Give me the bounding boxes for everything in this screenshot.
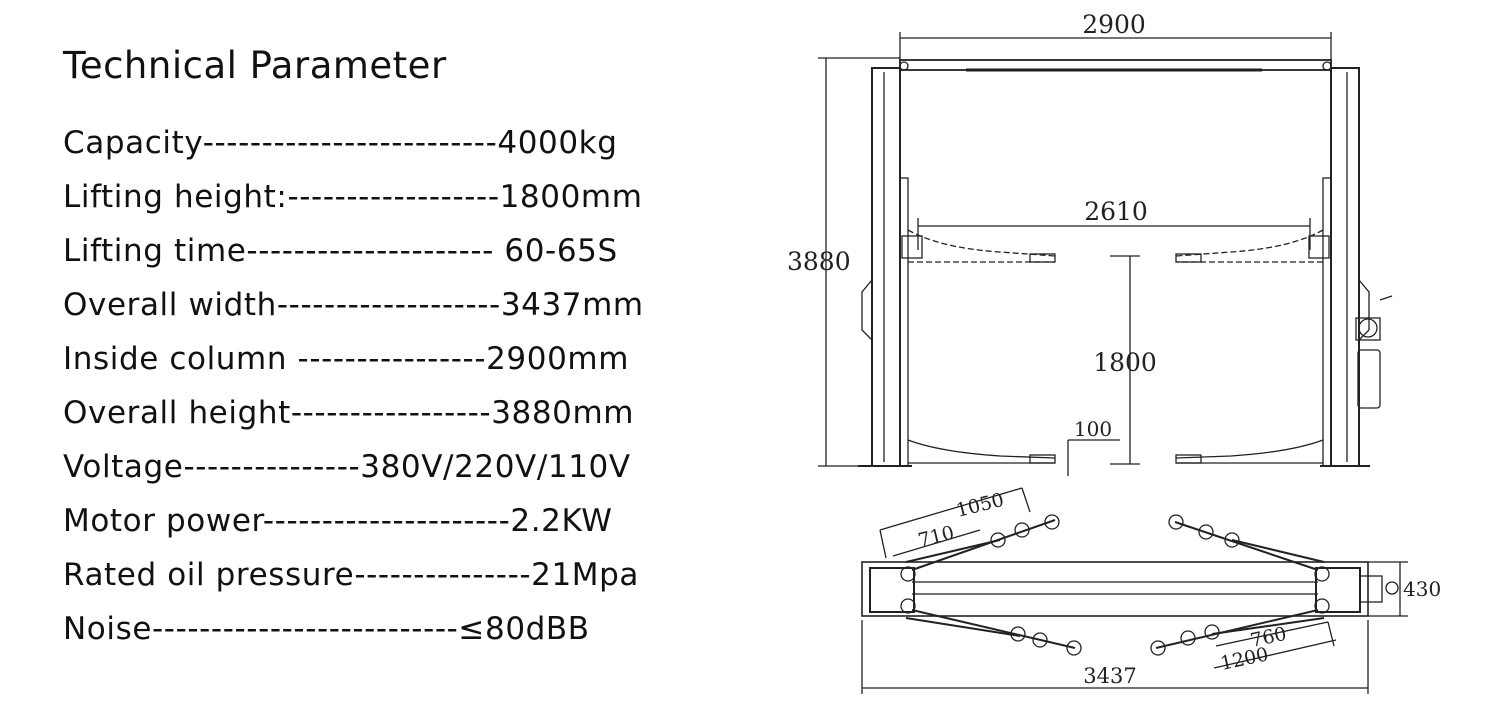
dim-arm-long-a: 1050 bbox=[954, 489, 1006, 522]
top-view bbox=[861, 487, 1408, 694]
spec-oil-pressure: Rated oil pressure---------------21Mpa bbox=[63, 557, 640, 593]
spec-noise: Noise--------------------------≤80dBB bbox=[63, 611, 590, 647]
dim-min-height: 100 bbox=[1074, 417, 1112, 441]
spec-voltage: Voltage---------------380V/220V/110V bbox=[63, 449, 631, 485]
spec-motor-power: Motor power---------------------2.2KW bbox=[63, 503, 613, 539]
spec-inside-column: Inside column ----------------2900mm bbox=[63, 341, 629, 377]
dim-arm-long-b: 1200 bbox=[1218, 643, 1270, 675]
spec-overall-height: Overall height-----------------3880mm bbox=[63, 395, 635, 431]
spec-lifting-time: Lifting time--------------------- 60-65S bbox=[63, 233, 618, 269]
dim-lifting-height: 1800 bbox=[1093, 348, 1157, 377]
dim-inside-column: 2900 bbox=[1082, 10, 1146, 39]
dim-arm-span: 2610 bbox=[1084, 197, 1148, 226]
dim-overall-width: 3437 bbox=[1083, 664, 1136, 688]
dim-arm-short-a: 710 bbox=[916, 522, 957, 552]
spec-overall-width: Overall width-------------------3437mm bbox=[63, 287, 644, 323]
spec-capacity: Capacity-------------------------4000kg bbox=[63, 125, 618, 161]
spec-lifting-height: Lifting height:------------------1800mm bbox=[63, 179, 643, 215]
dim-base-depth: 430 bbox=[1403, 577, 1441, 601]
dim-overall-height: 3880 bbox=[787, 247, 851, 276]
page-title: Technical Parameter bbox=[63, 44, 447, 87]
front-view bbox=[818, 32, 1393, 476]
